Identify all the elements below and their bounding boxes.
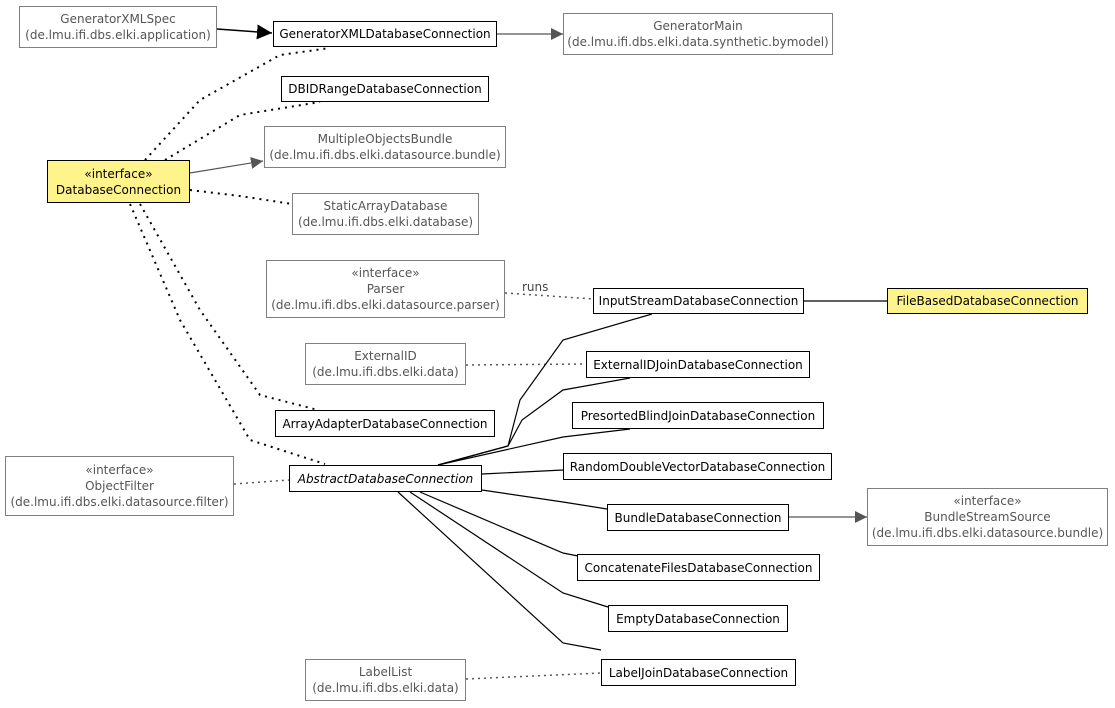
- node-package: (de.lmu.ifi.dbs.elki.database): [297, 215, 474, 229]
- edge-externalid-extjoin: [465, 363, 587, 366]
- edge-abstract-labeljoin: [397, 491, 602, 651]
- node-name: GeneratorXMLDatabaseConnection: [279, 27, 491, 41]
- node-stereotype: «interface»: [85, 463, 154, 477]
- node-package: (de.lmu.ifi.dbs.elki.datasource.bundle): [871, 526, 1104, 540]
- node-package: (de.lmu.ifi.dbs.elki.datasource.filter): [10, 495, 229, 509]
- edge-label-runs: runs: [522, 280, 549, 294]
- node-stereotype: «interface»: [953, 494, 1022, 508]
- node-name: ObjectFilter: [85, 479, 154, 493]
- node-bundle-database-connection[interactable]: BundleDatabaseConnection: [607, 504, 789, 531]
- node-name: FileBasedDatabaseConnection: [896, 294, 1079, 308]
- node-array-adapter-database-connection[interactable]: ArrayAdapterDatabaseConnection: [275, 410, 495, 437]
- node-generator-main[interactable]: GeneratorMain (de.lmu.ifi.dbs.elki.data.…: [563, 13, 833, 55]
- node-name: RandomDoubleVectorDatabaseConnection: [569, 459, 826, 474]
- node-name: DBIDRangeDatabaseConnection: [288, 82, 482, 96]
- node-name: Parser: [366, 282, 405, 296]
- node-database-connection[interactable]: «interface» DatabaseConnection: [47, 160, 190, 203]
- edge-objectfilter-abstract: [233, 479, 290, 485]
- node-presorted-blind-join-database-connection[interactable]: PresortedBlindJoinDatabaseConnection: [572, 402, 824, 429]
- node-name: InputStreamDatabaseConnection: [598, 294, 799, 308]
- node-package: (de.lmu.ifi.dbs.elki.data): [312, 681, 459, 695]
- node-label-join-database-connection[interactable]: LabelJoinDatabaseConnection: [601, 659, 796, 686]
- edge-abstract-presorted: [437, 428, 631, 466]
- node-multiple-objects-bundle[interactable]: MultipleObjectsBundle (de.lmu.ifi.dbs.el…: [264, 126, 506, 168]
- node-name: LabelList: [358, 665, 413, 679]
- edge-abstract-empty: [409, 491, 609, 608]
- edge-dbconn-staticarr: [189, 189, 293, 205]
- edge-abstract-concat: [419, 491, 579, 557]
- edge-dbconn-genxml: [144, 47, 331, 161]
- node-name: DatabaseConnection: [55, 182, 182, 197]
- node-concatenate-files-database-connection[interactable]: ConcatenateFilesDatabaseConnection: [577, 554, 820, 581]
- node-package: (de.lmu.ifi.dbs.elki.datasource.bundle): [269, 148, 501, 162]
- node-empty-database-connection[interactable]: EmptyDatabaseConnection: [608, 605, 788, 632]
- edge-parser-inputstream: [504, 292, 594, 300]
- node-external-id-join-database-connection[interactable]: ExternalIDJoinDatabaseConnection: [586, 351, 810, 378]
- node-package: (de.lmu.ifi.dbs.elki.application): [25, 28, 211, 42]
- node-name: ConcatenateFilesDatabaseConnection: [584, 560, 813, 575]
- node-object-filter[interactable]: «interface» ObjectFilter (de.lmu.ifi.dbs…: [5, 456, 234, 516]
- node-name: BundleDatabaseConnection: [614, 510, 782, 525]
- node-file-based-database-connection[interactable]: FileBasedDatabaseConnection: [887, 288, 1088, 314]
- node-external-id[interactable]: ExternalID (de.lmu.ifi.dbs.elki.data): [305, 343, 466, 385]
- edge-dbconn-dbidrange: [164, 101, 321, 161]
- node-label-list[interactable]: LabelList (de.lmu.ifi.dbs.elki.data): [305, 659, 466, 701]
- node-name: MultipleObjectsBundle: [317, 132, 453, 146]
- node-name: GeneratorXMLSpec: [60, 12, 176, 26]
- node-name: LabelJoinDatabaseConnection: [608, 665, 789, 680]
- node-input-stream-database-connection[interactable]: InputStreamDatabaseConnection: [593, 288, 804, 314]
- edge-abstract-extjoin: [437, 377, 631, 466]
- node-stereotype: «interface»: [351, 266, 420, 280]
- node-generator-xml-spec[interactable]: GeneratorXMLSpec (de.lmu.ifi.dbs.elki.ap…: [19, 6, 217, 48]
- node-generator-xml-database-connection[interactable]: GeneratorXMLDatabaseConnection: [273, 21, 497, 47]
- node-name: GeneratorMain: [653, 19, 743, 33]
- node-parser[interactable]: «interface» Parser (de.lmu.ifi.dbs.elki.…: [266, 260, 505, 318]
- node-package: (de.lmu.ifi.dbs.elki.datasource.parser): [271, 298, 500, 312]
- node-name: StaticArrayDatabase: [323, 199, 448, 213]
- node-package: (de.lmu.ifi.dbs.elki.data.synthetic.bymo…: [567, 35, 829, 49]
- node-random-double-vector-database-connection[interactable]: RandomDoubleVectorDatabaseConnection: [563, 453, 832, 480]
- node-bundle-stream-source[interactable]: «interface» BundleStreamSource (de.lmu.i…: [867, 488, 1108, 546]
- node-dbid-range-database-connection[interactable]: DBIDRangeDatabaseConnection: [281, 76, 489, 102]
- edge-spec-to-genxml: [216, 24, 273, 40]
- edge-dbconn-abstract: [129, 203, 326, 465]
- edge-abstract-inputstream: [437, 313, 653, 466]
- node-name: BundleStreamSource: [924, 510, 1051, 524]
- edge-abstract-random: [481, 469, 564, 475]
- node-package: (de.lmu.ifi.dbs.elki.data): [312, 365, 459, 379]
- edge-labellist-labeljoin: [465, 672, 602, 680]
- node-name: EmptyDatabaseConnection: [616, 611, 780, 626]
- node-name: ExternalID: [354, 349, 417, 363]
- node-name: AbstractDatabaseConnection: [297, 471, 474, 486]
- node-name: ArrayAdapterDatabaseConnection: [282, 416, 488, 431]
- edge-abstract-bundle: [481, 489, 608, 510]
- node-name: ExternalIDJoinDatabaseConnection: [593, 357, 803, 372]
- node-stereotype: «interface»: [84, 166, 153, 181]
- node-static-array-database[interactable]: StaticArrayDatabase (de.lmu.ifi.dbs.elki…: [292, 193, 479, 235]
- node-name: PresortedBlindJoinDatabaseConnection: [580, 408, 816, 423]
- edge-dbconn-multiobj: [189, 157, 264, 174]
- node-abstract-database-connection[interactable]: AbstractDatabaseConnection: [289, 465, 482, 492]
